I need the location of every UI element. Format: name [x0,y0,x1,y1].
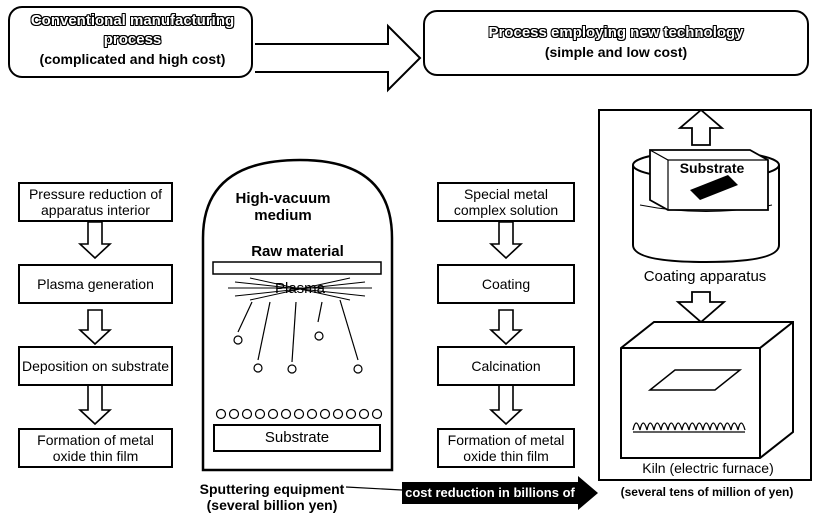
sputtering-equipment-cost: (several billion yen) [206,497,338,514]
sputtering-leader [345,486,403,491]
new-step-solution: Special metal complex solution [437,182,575,222]
new-step-coating: Coating [437,264,575,304]
vacuum-chamber [201,158,394,472]
substrate-plate [649,149,769,211]
sputtering-equipment-label: Sputtering equipment (several billion ye… [198,481,346,513]
conventional-title-line2: process [103,31,162,48]
sputtering-equipment-name: Sputtering equipment [199,481,345,497]
plasma-burst [228,277,372,301]
cost-reduction-arrow [402,476,598,510]
conventional-subtitle: (complicated and high cost) [39,51,226,67]
top-arrow [255,23,422,93]
lift-arrow [677,108,725,146]
raw-material-slab [212,261,382,275]
new-tech-title: Process employing new technology [488,24,744,41]
conv-step-deposition: Deposition on substrate [18,346,173,386]
conv-step-pressure-reduction: Pressure reduction of apparatus interior [18,182,173,222]
deposited-particles [215,408,383,420]
raw-material-label: Raw material [251,243,344,260]
heating-coil [632,422,746,433]
apparatus-substrate-label: Substrate [679,160,745,176]
new-cost-label: (several tens of million of yen) [620,485,794,499]
conv-step-formation: Formation of metal oxide thin film [18,428,173,468]
new-tech-subtitle: (simple and low cost) [544,44,688,60]
conv-step-plasma-generation: Plasma generation [18,264,173,304]
sputter-substrate: Substrate [213,424,381,452]
conventional-title-box: Conventional manufacturing process (comp… [8,6,253,78]
kiln-label: Kiln (electric furnace) [642,460,774,476]
chamber-label: High-vacuum medium [235,190,331,225]
coating-apparatus-label: Coating apparatus [643,268,767,285]
coating-film [690,175,738,200]
new-step-formation: Formation of metal oxide thin film [437,428,575,468]
particle-trajectories [233,299,363,374]
kiln-plate [647,369,743,391]
cost-reduction-label: cost reduction in billions of yen [405,485,575,515]
plasma-label: Plasma [274,280,326,297]
new-down-arrows [488,221,524,426]
conv-down-arrows [77,221,113,426]
new-step-calcination: Calcination [437,346,575,386]
new-tech-title-box: Process employing new technology (simple… [423,10,809,76]
transfer-arrow [675,291,727,324]
conventional-title-line1: Conventional manufacturing [30,12,235,29]
